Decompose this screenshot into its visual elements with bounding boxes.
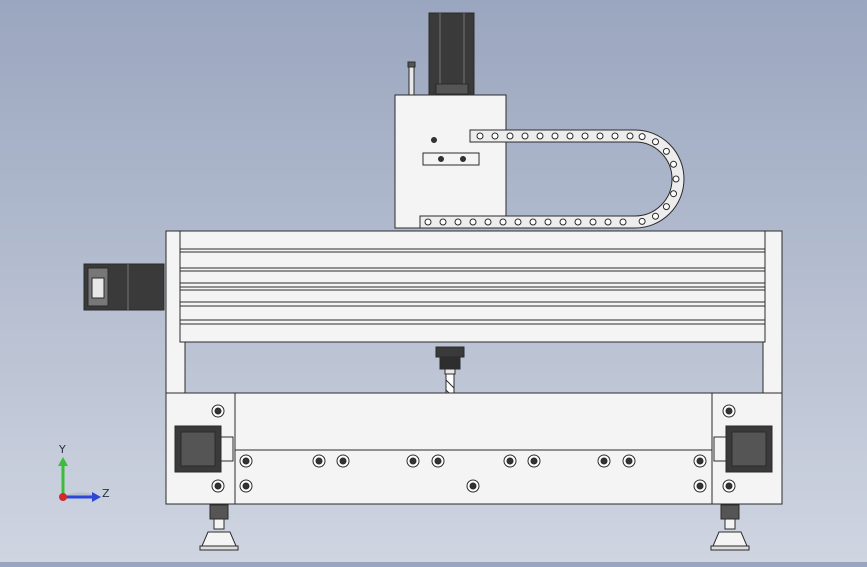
chain-link [611,132,619,140]
bolt-icon [622,454,636,468]
bolt-icon [466,479,480,493]
z-stepper-motor-icon [428,12,475,96]
bolt-icon [239,479,253,493]
y-stepper-motor-left-icon [174,425,234,473]
chain-link [662,203,670,211]
chain-link [596,132,604,140]
chain-link [484,218,492,226]
chain-link [551,132,559,140]
carriage-screw [431,137,437,143]
chain-link [514,218,522,226]
chain-link [604,218,612,226]
chain-link [652,212,659,220]
chain-link [638,133,646,141]
bolt-icon [211,479,225,493]
bolt-icon [211,404,225,418]
chain-link [670,160,678,168]
axis-triad [58,457,101,502]
bolt-icon [693,454,707,468]
chain-link [476,132,484,140]
y-stepper-motor-right-icon [713,425,773,473]
x-stepper-motor-icon [83,263,165,311]
bolt-icon [693,479,707,493]
chain-link [469,218,477,226]
cable-post-icon [407,61,416,96]
chain-link [672,175,680,183]
bolt-icon [503,454,517,468]
bolt-icon [431,454,445,468]
bolt-icon [312,454,326,468]
bolt-icon [722,404,736,418]
axis-y-label: Y [59,443,66,456]
chain-link [638,217,646,225]
drag-chain-icon [419,129,685,229]
bolt-icon [722,479,736,493]
chain-link [581,132,589,140]
chain-link [574,218,582,226]
bolt-icon [406,454,420,468]
gantry-right-post [762,230,783,396]
chain-link [506,132,514,140]
gantry-beam [179,230,766,343]
chain-link [529,218,537,226]
chain-link [544,218,552,226]
leveling-foot-left-icon [199,504,239,551]
chain-link [589,218,597,226]
spindle-icon [435,346,465,375]
bolt-icon [239,454,253,468]
chain-link [566,132,574,140]
chain-link [619,218,627,226]
chain-link [454,218,462,226]
leveling-foot-right-icon [710,504,750,551]
chain-link [439,218,447,226]
bolt-icon [336,454,350,468]
chain-link [491,132,499,140]
chain-link [536,132,544,140]
chain-bracket [422,152,480,166]
bolt-icon [597,454,611,468]
chain-link [521,132,529,140]
chain-link [652,138,659,146]
chain-link [670,190,678,198]
chain-link [662,147,670,155]
bolt-icon [527,454,541,468]
axis-z-label: Z [102,487,110,500]
chain-link [424,218,432,226]
chain-link [559,218,567,226]
chain-link [626,132,634,140]
chain-link [499,218,507,226]
